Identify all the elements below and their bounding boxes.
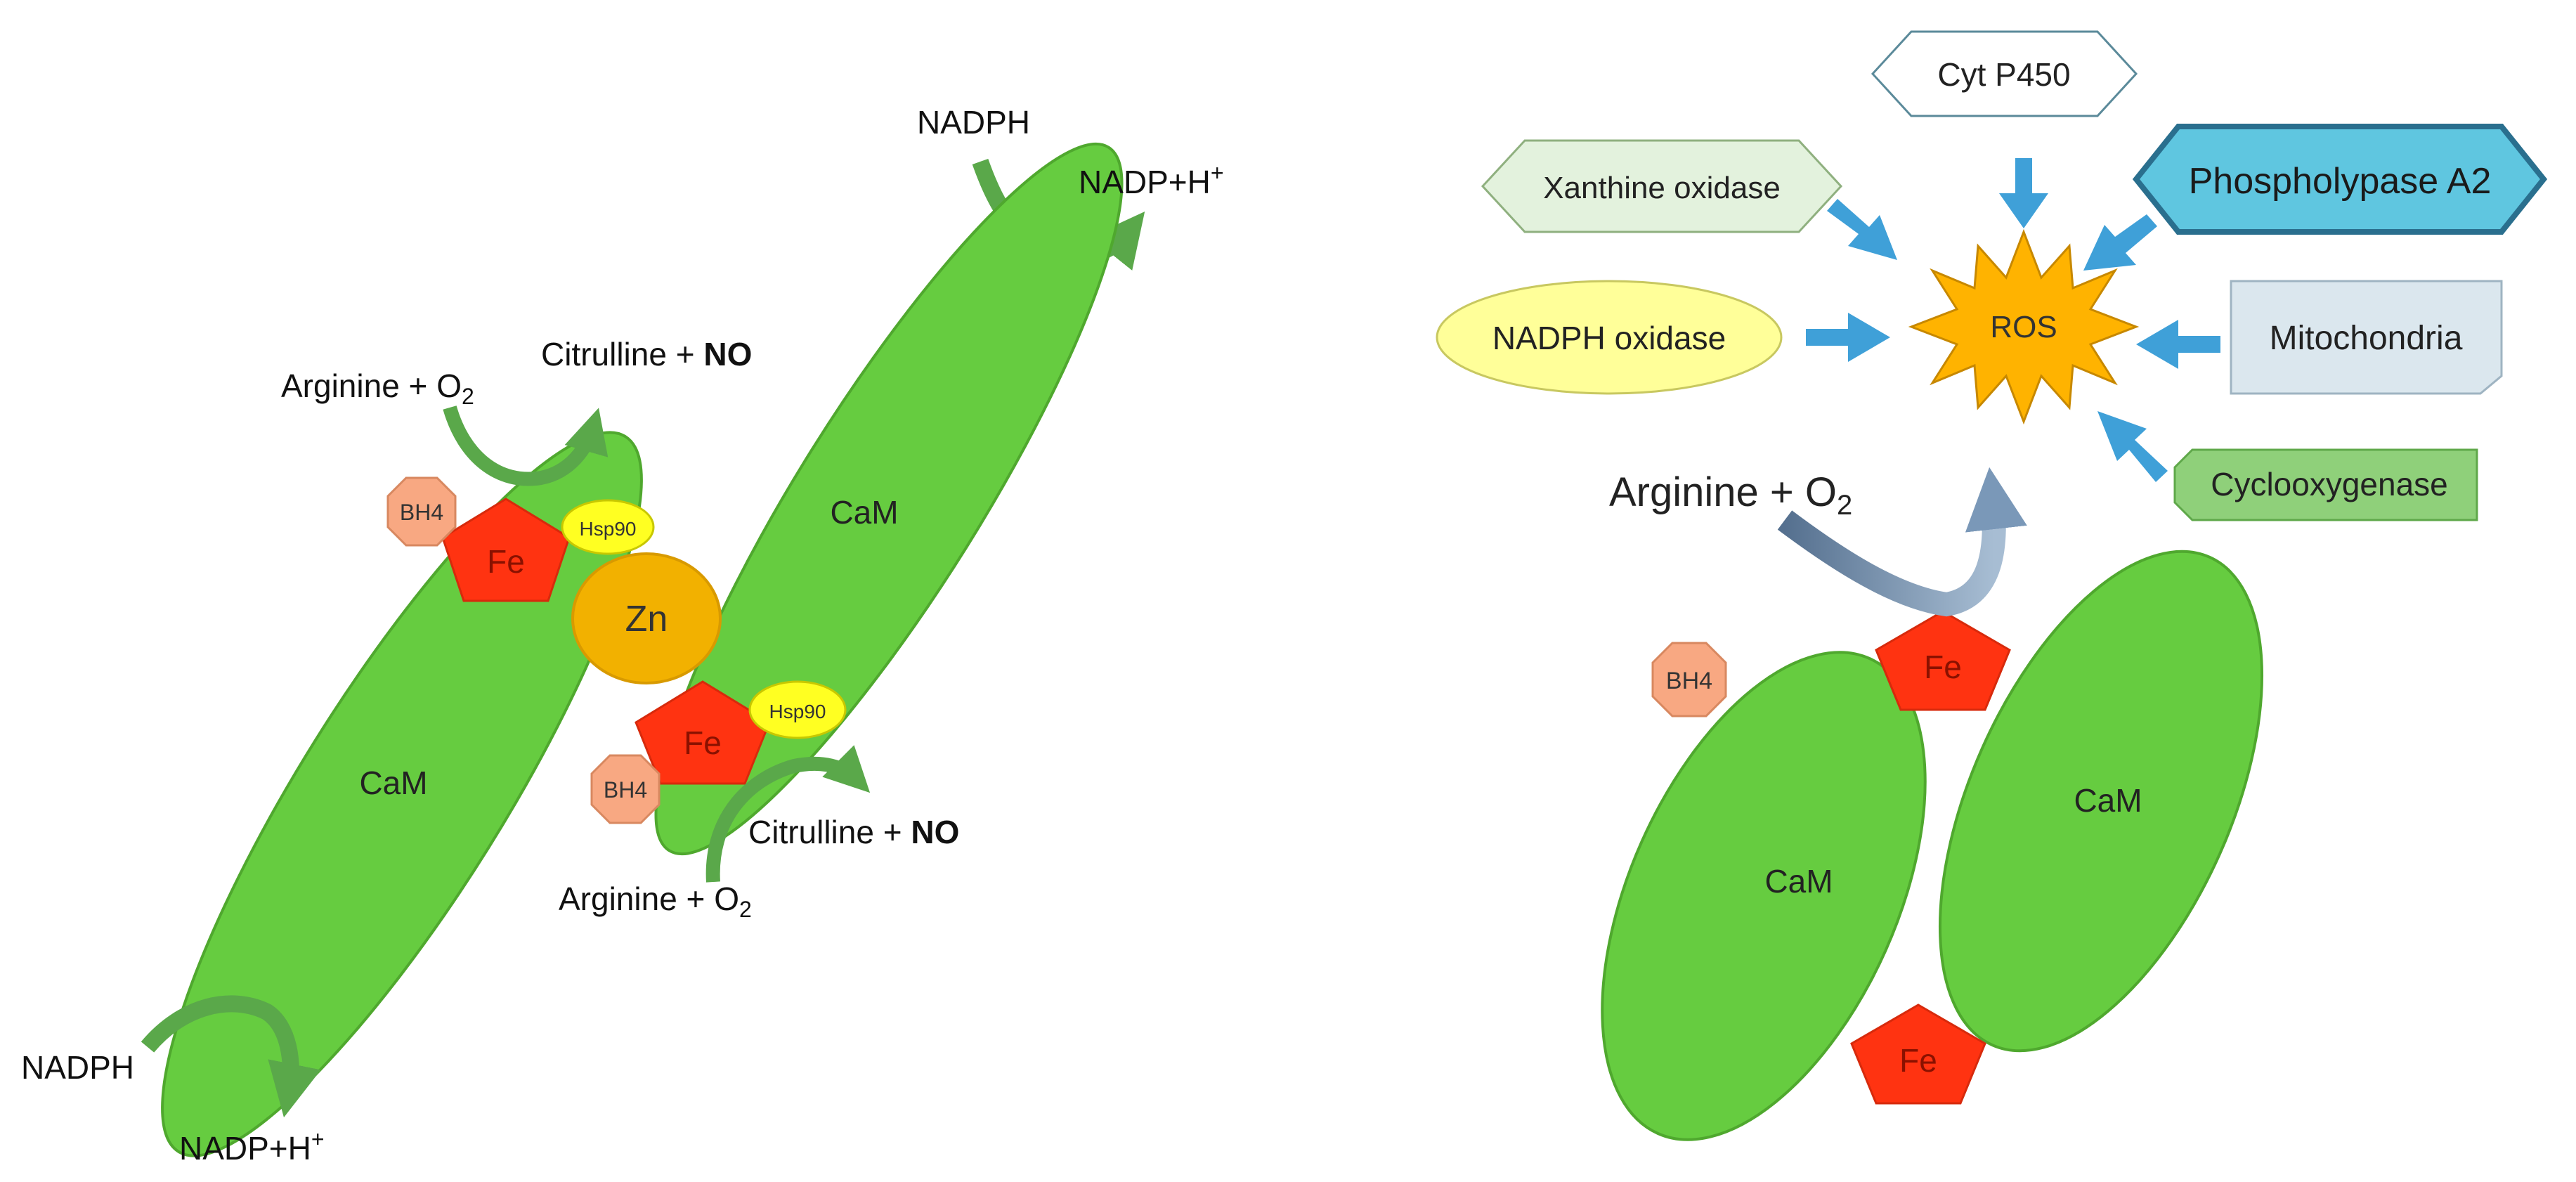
ros-label: ROS: [1990, 310, 2057, 344]
bh4-label-lower: BH4: [604, 777, 647, 803]
cam-label-right-panel-a: CaM: [1764, 863, 1833, 900]
arrow-nadph-oxidase: [1806, 313, 1890, 362]
cam-label-right: CaM: [830, 494, 898, 531]
right-panel: CaM CaM Fe Fe BH4 Arginine + O2 ROS Cyt …: [1436, 30, 2548, 1141]
arrow-cyclooxygenase: [2097, 411, 2168, 482]
fe-label-right-upper: Fe: [1924, 649, 1962, 685]
citrulline-label-lower: Citrulline + NO: [748, 814, 959, 850]
arrow-cyt-p450: [1999, 158, 2048, 228]
cam-ellipse-left: [161, 431, 643, 1157]
hsp90-lower: [748, 680, 847, 739]
bh4-octagon-upper: [386, 476, 457, 547]
nadph-label-bottom: NADPH: [21, 1049, 134, 1086]
cyclooxygenase-label: Cyclooxygenase: [2211, 466, 2448, 502]
arrow-phospholypase: [2083, 214, 2157, 271]
arrow-mitochondria: [2136, 320, 2220, 369]
citrulline-label-upper: Citrulline + NO: [541, 336, 752, 372]
bh4-octagon-lower: [590, 754, 661, 824]
arginine-label-lower: Arginine + O2: [559, 881, 752, 922]
arginine-label-right: Arginine + O2: [1609, 469, 1852, 521]
nadph-oxidase-label: NADPH oxidase: [1492, 320, 1726, 356]
xanthine-oxidase-shape: [1481, 139, 1843, 233]
nadph-oxidase-shape: [1436, 280, 1783, 395]
mitochondria-label: Mitochondria: [2270, 320, 2463, 357]
bh4-label-upper: BH4: [400, 500, 443, 525]
cyclooxygenase-shape: [2173, 448, 2478, 521]
hsp90-label-lower: Hsp90: [769, 701, 826, 722]
fe-pentagon-right-lower: [1850, 1004, 1986, 1105]
hsp90-label-upper: Hsp90: [580, 518, 637, 540]
ros-star: [1908, 228, 2140, 425]
fe-pentagon-upper: [441, 498, 571, 602]
zn-circle: [571, 552, 722, 684]
nadph-label-top: NADPH: [917, 104, 1030, 141]
phospholypase-label: Phospholypase A2: [2189, 161, 2492, 202]
fe-label-upper: Fe: [487, 543, 525, 580]
cam-ellipse-right-panel-a: [1601, 651, 1927, 1141]
arginine-arrow-lower: [705, 745, 871, 883]
fe-label-right-lower: Fe: [1899, 1042, 1937, 1079]
fe-pentagon-right-upper: [1875, 610, 2011, 711]
arginine-arrow-right: [1777, 467, 2027, 617]
phospholypase-shape: [2132, 124, 2548, 235]
nadp-label-top: NADP+H+: [1079, 160, 1224, 200]
ros-source-arrows: [1806, 158, 2220, 482]
bh4-label-right: BH4: [1666, 668, 1712, 694]
cyt-p450-shape: [1871, 30, 2138, 117]
arginine-arrow-upper: [443, 405, 609, 486]
fe-label-lower: Fe: [684, 725, 722, 761]
xanthine-oxidase-label: Xanthine oxidase: [1543, 171, 1781, 205]
mitochondria-shape: [2230, 280, 2503, 395]
nadp-label-bottom: NADP+H+: [179, 1126, 325, 1167]
zn-label: Zn: [625, 599, 668, 639]
arginine-label-upper: Arginine + O2: [281, 368, 474, 409]
cyt-p450-label: Cyt P450: [1937, 56, 2070, 93]
cam-ellipse-right: [654, 142, 1124, 856]
hsp90-upper: [561, 499, 655, 555]
nadph-arrow-bottom: [141, 995, 321, 1118]
cam-ellipse-right-panel-b: [1938, 550, 2264, 1053]
bh4-octagon-right: [1651, 642, 1727, 717]
left-panel: CaM CaM Zn Fe Hsp90 BH4 Fe Hsp90 BH4: [21, 104, 1224, 1167]
cam-label-right-panel-b: CaM: [2074, 782, 2142, 819]
arrow-xanthine-oxidase: [1827, 199, 1897, 260]
cam-label-left: CaM: [359, 765, 427, 801]
